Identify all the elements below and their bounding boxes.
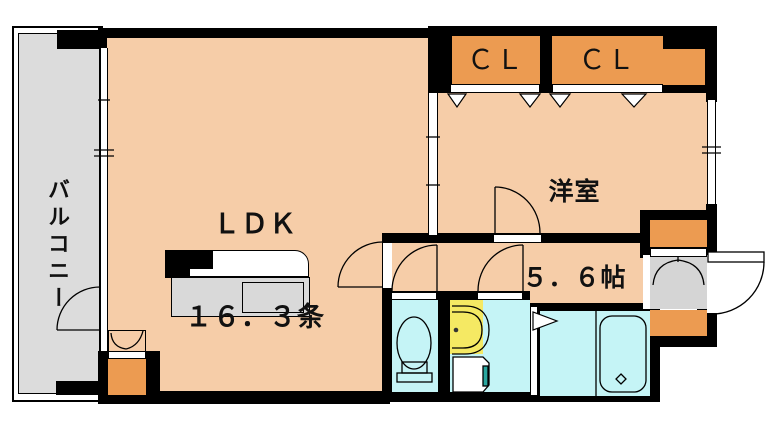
storage-sill: [108, 351, 146, 359]
bath-door-panel: [530, 306, 538, 396]
kitchen-appliance-block: [165, 250, 189, 278]
ldk-label: ＬＤＫ １６．３条: [150, 147, 360, 395]
entry-door-opening: [707, 255, 717, 313]
ldk-name: ＬＤＫ: [213, 209, 297, 240]
balcony-floor: [18, 33, 100, 394]
entrance-floor: [650, 257, 707, 309]
entrance-step: [643, 255, 650, 309]
western-door-threshold: [493, 234, 542, 243]
wall-bottom: [98, 391, 390, 404]
washroom-door-threshold: [477, 292, 523, 300]
toilet-room-floor: [392, 300, 438, 392]
ldk-floor: [107, 36, 428, 398]
balcony-window: [100, 48, 108, 351]
wall-top-left-block: [57, 30, 107, 49]
closet-left-box: ＣＬ: [452, 36, 540, 84]
closet-right-extension: [663, 49, 705, 85]
closet-right-sill: [552, 84, 663, 93]
kitchen-sink-unit: [242, 282, 304, 313]
right-window: [707, 100, 716, 204]
kitchen-appliance-block-2: [189, 250, 213, 269]
entrance-sill: [650, 248, 707, 257]
closet-left-label: ＣＬ: [467, 45, 525, 75]
vanity-base: [450, 300, 483, 354]
shoe-cabinet-top: [650, 220, 707, 247]
shoe-cabinet-bottom: [650, 310, 707, 336]
closet-left-sill: [450, 84, 540, 93]
ldk-size: １６．３条: [185, 302, 325, 333]
western-name: 洋室: [548, 177, 601, 206]
wall-entrance-left-lower: [640, 248, 650, 258]
storage-fold-door-box: [108, 330, 146, 352]
toilet-door-threshold: [391, 292, 437, 300]
closet-right-label: ＣＬ: [578, 45, 637, 75]
storage-box: [108, 359, 146, 395]
kitchen-counter-base: [171, 277, 310, 317]
wall-balcony-step: [56, 381, 102, 395]
wall-entrance-bottom: [640, 336, 717, 347]
closet-right-box: ＣＬ: [552, 36, 663, 84]
western-room-label: 洋室 ５．６帖: [492, 120, 657, 350]
wall-right-upper: [706, 93, 717, 102]
ldk-door-threshold: [383, 243, 392, 288]
wall-top: [98, 28, 450, 38]
balcony-label: バルコニー: [45, 177, 70, 313]
ldk-western-partition: [428, 93, 438, 235]
western-size: ５．６帖: [522, 263, 627, 292]
